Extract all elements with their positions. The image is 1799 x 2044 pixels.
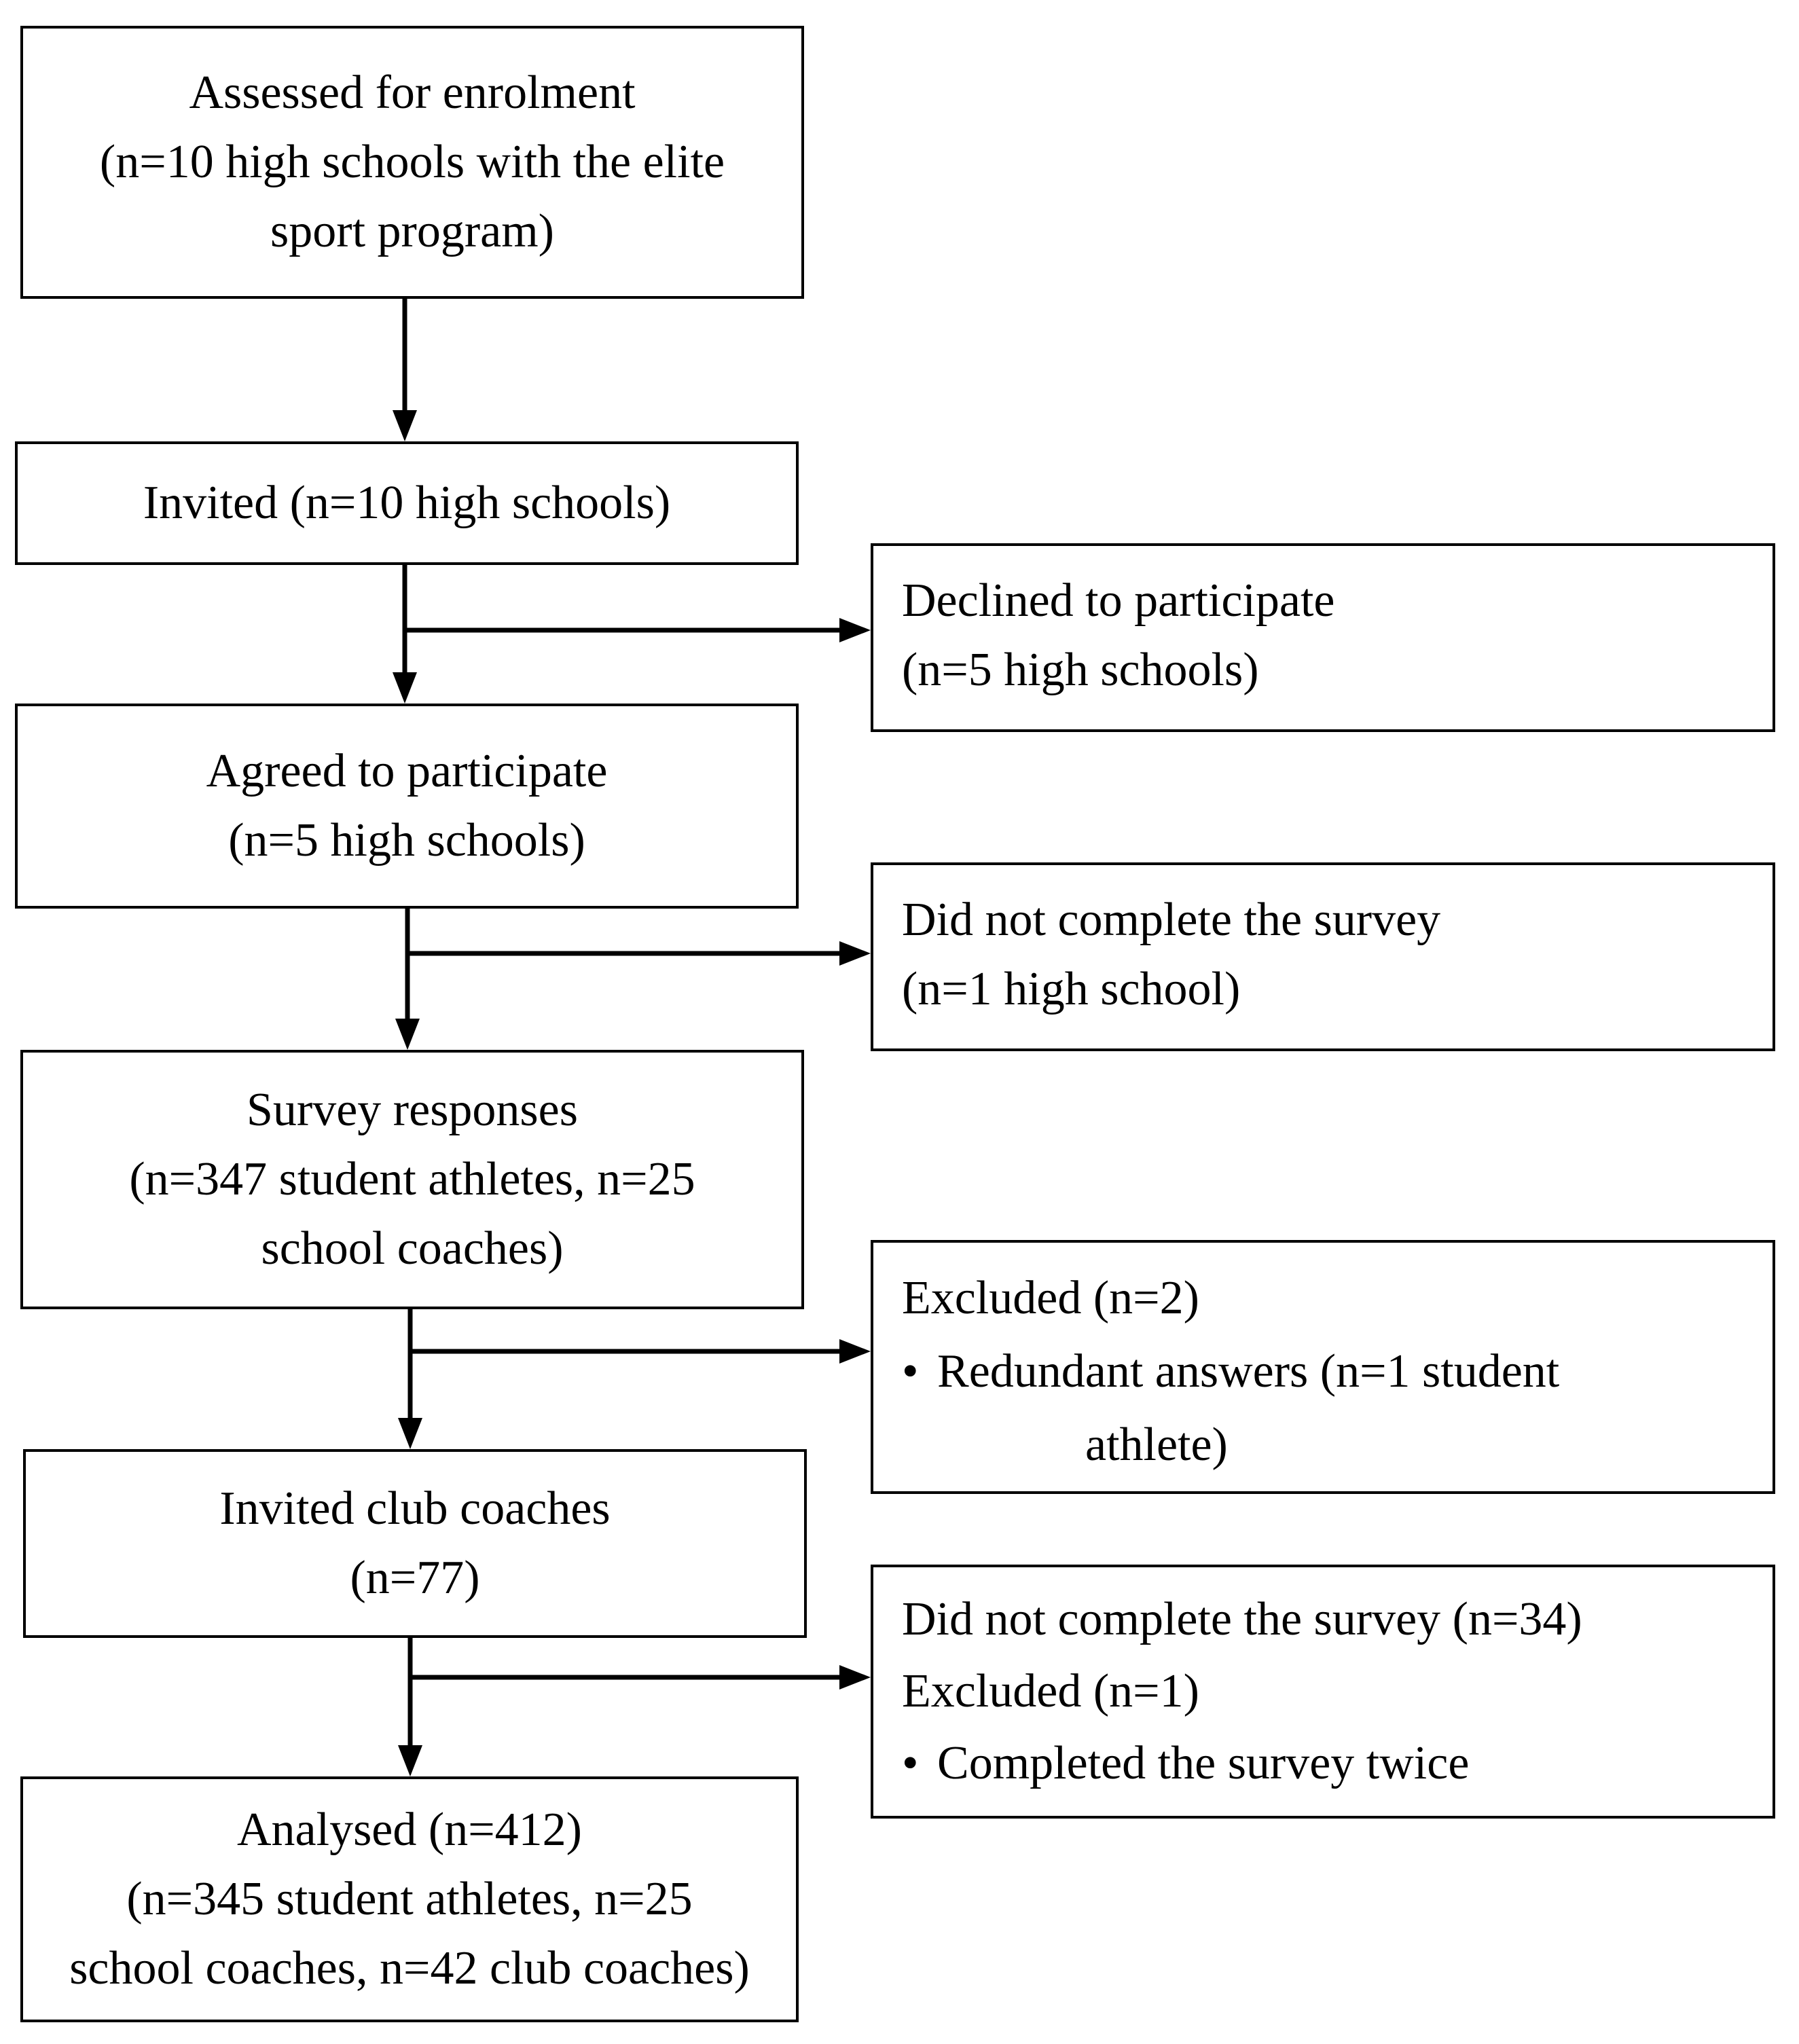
analysed-line-1: Analysed (n=412) — [237, 1804, 582, 1856]
arrowhead-declined — [839, 618, 871, 642]
declined-line-1: Declined to participate — [902, 574, 1335, 627]
not-complete-school-line-1: Did not complete the survey — [902, 894, 1441, 946]
arrowhead-survey — [395, 1019, 420, 1050]
not-complete-club-heading-2: Excluded (n=1) — [902, 1665, 1199, 1717]
declined-box: Declined to participate (n=5 high school… — [871, 543, 1775, 732]
analysed-line-2: (n=345 student athletes, n=25 — [126, 1873, 693, 1925]
excluded-bullet-continuation: athlete) — [1085, 1419, 1228, 1471]
agreed-line-2: (n=5 high schools) — [228, 814, 585, 866]
agreed-box: Agreed to participate (n=5 high schools) — [15, 704, 799, 909]
arrowhead-analysed — [398, 1745, 422, 1776]
not-complete-school-line-2: (n=1 high school) — [902, 963, 1241, 1015]
invited-club-line-1: Invited club coaches — [219, 1482, 611, 1535]
excluded-heading: Excluded (n=2) — [902, 1272, 1199, 1324]
invited-line-1: Invited (n=10 high schools) — [143, 477, 671, 529]
assessed-line-2: (n=10 high schools with the elite — [99, 136, 725, 188]
survey-line-2: (n=347 student athletes, n=25 — [129, 1153, 695, 1205]
survey-line-1: Survey responses — [247, 1084, 578, 1136]
not-complete-club-bullet-item: Completed the survey twice — [902, 1728, 1773, 1800]
arrowhead-not-complete-school — [839, 941, 871, 966]
survey-line-3: school coaches) — [261, 1222, 564, 1275]
analysed-box: Analysed (n=412) (n=345 student athletes… — [20, 1776, 799, 2022]
arrowhead-excluded — [839, 1339, 871, 1364]
excluded-bullet-item: Redundant answers (n=1 student — [902, 1335, 1773, 1408]
invited-box: Invited (n=10 high schools) — [15, 441, 799, 565]
arrowhead-not-complete-club — [839, 1665, 871, 1690]
agreed-line-1: Agreed to participate — [206, 745, 608, 797]
arrowhead-agreed — [393, 672, 417, 704]
invited-club-box: Invited club coaches (n=77) — [23, 1449, 807, 1638]
arrowhead-invited — [393, 410, 417, 441]
arrowhead-invited-club — [398, 1418, 422, 1449]
invited-club-line-2: (n=77) — [350, 1552, 480, 1604]
excluded-redundant-box: Excluded (n=2) Redundant answers (n=1 st… — [871, 1240, 1775, 1494]
survey-responses-box: Survey responses (n=347 student athletes… — [20, 1050, 804, 1309]
assessed-box: Assessed for enrolment (n=10 high school… — [20, 26, 804, 299]
not-complete-school-box: Did not complete the survey (n=1 high sc… — [871, 862, 1775, 1051]
not-complete-club-box: Did not complete the survey (n=34) Exclu… — [871, 1565, 1775, 1819]
analysed-line-3: school coaches, n=42 club coaches) — [69, 1942, 750, 1994]
declined-line-2: (n=5 high schools) — [902, 644, 1259, 696]
assessed-line-1: Assessed for enrolment — [189, 67, 636, 119]
assessed-line-3: sport program) — [270, 205, 554, 257]
not-complete-club-heading-1: Did not complete the survey (n=34) — [902, 1593, 1582, 1645]
